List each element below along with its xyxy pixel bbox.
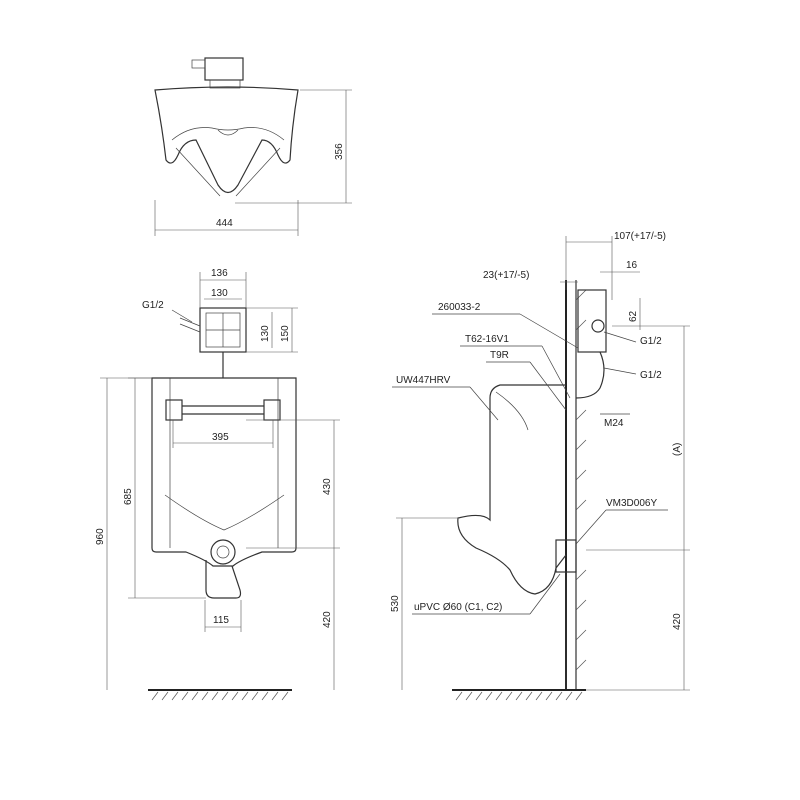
g12-upper-label: G1/2 bbox=[640, 336, 662, 347]
flush-pipe-side bbox=[575, 351, 605, 399]
outlet-height-label: 420 bbox=[322, 611, 333, 628]
front-view: 136 130 130 150 G1/2 395 115 960 bbox=[95, 268, 340, 701]
valve-box-side bbox=[577, 289, 607, 353]
top-drain bbox=[217, 129, 239, 136]
sensor-connector bbox=[191, 59, 206, 69]
urinal-side-profile bbox=[457, 384, 567, 595]
side-outlet-height-label: 420 bbox=[672, 613, 683, 630]
upvc-label: uPVC Ø60 (C1, C2) bbox=[414, 602, 502, 613]
part-260033-label: 260033-2 bbox=[438, 302, 481, 313]
top-width-label: 444 bbox=[216, 218, 233, 229]
part-t9r-label: T9R bbox=[490, 350, 509, 361]
top-view: 444 356 bbox=[154, 57, 352, 236]
top-depth-label: 356 bbox=[334, 143, 345, 160]
bracket-right bbox=[263, 399, 281, 421]
supply-inlet bbox=[179, 317, 201, 333]
dim-16-label: 16 bbox=[626, 260, 638, 271]
valve-outer-width: 136 bbox=[211, 268, 228, 279]
side-inner-line bbox=[495, 391, 529, 431]
bowl-top-outline bbox=[154, 86, 299, 194]
outlet-width-label: 115 bbox=[213, 615, 229, 626]
urinal-body-front bbox=[151, 377, 297, 567]
m24-label: M24 bbox=[604, 418, 624, 429]
vm3-label: VM3D006Y bbox=[606, 498, 657, 509]
outlet-trap-front bbox=[205, 560, 242, 599]
dim-62-label: 62 bbox=[628, 310, 639, 322]
valve-outer-height: 150 bbox=[280, 325, 291, 342]
bracket-left bbox=[165, 399, 183, 421]
body-height-label: 685 bbox=[123, 488, 134, 505]
bowl-rim-front bbox=[164, 494, 285, 531]
offset-top-label: 107(+17/-5) bbox=[614, 231, 666, 242]
body-inner-lines bbox=[169, 378, 279, 548]
part-t62-label: T62-16V1 bbox=[465, 334, 509, 345]
sensor-box-top bbox=[204, 57, 244, 81]
side-view: 107(+17/-5) 23(+17/-5) 16 62 260033-2 T6… bbox=[390, 231, 690, 701]
bracket-span-label: 395 bbox=[212, 432, 229, 443]
bowl-top-inner bbox=[171, 127, 285, 197]
valve-connector-side bbox=[591, 319, 605, 333]
total-height-label: 960 bbox=[95, 528, 106, 545]
dim-a-label: (A) bbox=[672, 443, 683, 456]
upper-height-label: 430 bbox=[322, 478, 333, 495]
model-label: UW447HRV bbox=[396, 375, 451, 386]
outlet-ring bbox=[210, 539, 236, 565]
offset-mid-label: 23(+17/-5) bbox=[483, 270, 529, 281]
rim-height-label: 530 bbox=[390, 595, 401, 612]
valve-inner-height: 130 bbox=[260, 325, 271, 342]
supply-label: G1/2 bbox=[142, 300, 164, 311]
sensor-base bbox=[209, 79, 241, 89]
g12-lower-label: G1/2 bbox=[640, 370, 662, 381]
valve-inner-width: 130 bbox=[211, 288, 228, 299]
